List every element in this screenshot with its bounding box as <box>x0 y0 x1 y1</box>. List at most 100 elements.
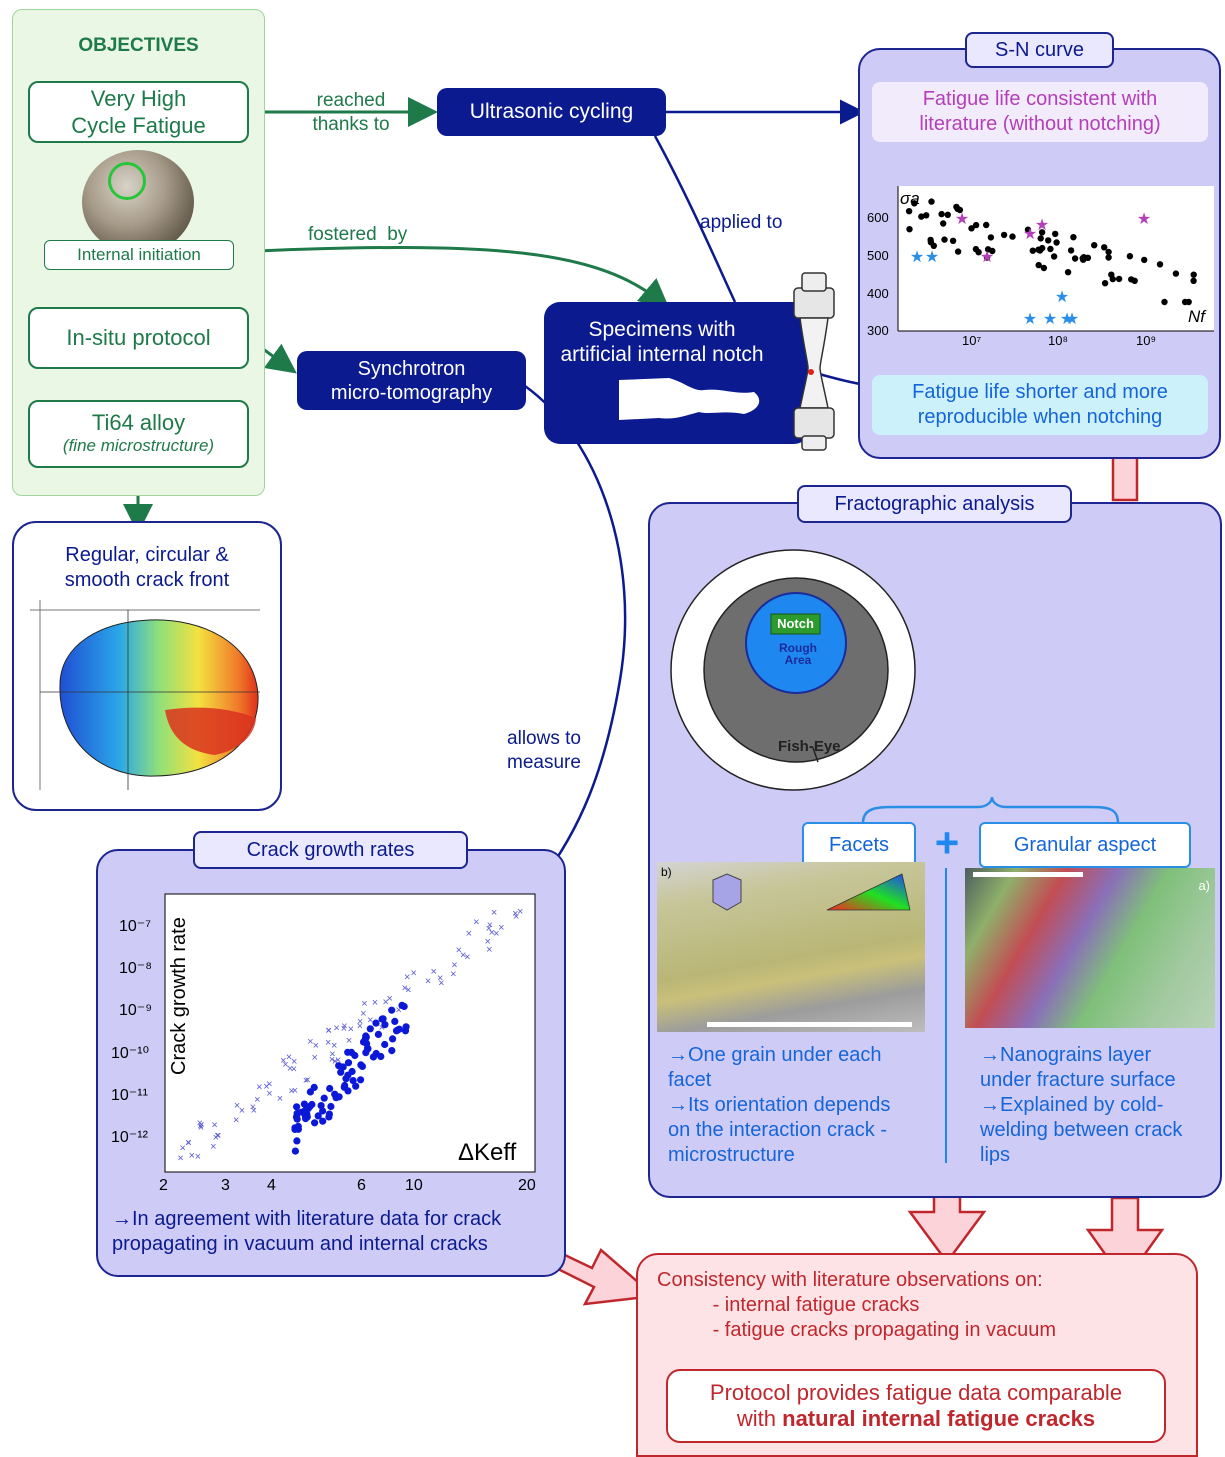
ultrasonic-box: Ultrasonic cycling <box>437 88 666 136</box>
cg-literature-mark: × <box>311 1052 317 1064</box>
cg-literature-mark: × <box>179 1142 185 1154</box>
sn-dot <box>1038 229 1046 236</box>
cg-literature-mark: × <box>329 1049 335 1061</box>
sn-dot <box>930 242 937 249</box>
cg-measured-point <box>293 1103 301 1111</box>
sn-dot <box>1070 234 1077 241</box>
cg-measured-point <box>357 1076 365 1084</box>
cg-literature-mark: × <box>313 1040 319 1052</box>
cg-measured-point <box>351 1051 359 1060</box>
cg-literature-mark: × <box>357 1016 363 1028</box>
cg-literature-mark: × <box>266 1079 272 1091</box>
rough-area-label: Rough Area <box>779 641 817 667</box>
granular-label: Granular aspect <box>1013 833 1157 856</box>
notch-label: Notch <box>777 616 814 631</box>
cg-literature-mark: × <box>484 936 490 948</box>
fracto-tag: Fractographic analysis <box>797 485 1072 523</box>
sn-star-notched: ★ <box>1023 311 1037 328</box>
cg-measured-point <box>349 1077 357 1085</box>
cg-xlabel: ΔKeff <box>458 1139 517 1166</box>
cg-literature-mark: × <box>410 967 416 979</box>
sn-dot <box>1126 253 1134 260</box>
cg-literature-mark: × <box>287 1063 293 1075</box>
alloy-box: Ti64 alloy (fine microstructure) <box>28 400 249 468</box>
facets-image-label: b) <box>661 865 672 879</box>
sn-top-note: Fatigue life consistent with literature … <box>872 82 1208 142</box>
cg-literature-mark: × <box>491 907 497 919</box>
internal-initiation-box: Internal initiation <box>44 240 234 270</box>
sn-star-notched: ★ <box>925 249 939 266</box>
sn-dot <box>983 254 991 261</box>
cg-literature-mark: × <box>304 1075 310 1087</box>
cg-literature-mark: × <box>189 1150 195 1162</box>
sn-dot <box>1190 271 1197 278</box>
sn-star-notched: ★ <box>1065 311 1079 328</box>
cg-measured-point <box>357 1061 365 1069</box>
cg-literature-mark: × <box>341 1020 347 1032</box>
cg-literature-mark: × <box>346 1035 352 1047</box>
cg-literature-mark: × <box>331 1040 337 1052</box>
plus-sign: + <box>934 819 960 866</box>
sn-bottom-note: Fatigue life shorter and more reproducib… <box>872 375 1208 435</box>
facets-text: →One grain under each facet →Its orienta… <box>668 1044 891 1166</box>
cg-measured-point <box>319 1107 327 1115</box>
cg-literature-mark: × <box>367 1015 373 1027</box>
sn-star-unnotched: ★ <box>1023 226 1037 243</box>
cg-literature-mark: × <box>277 1093 283 1105</box>
cg-measured-point <box>388 1006 396 1014</box>
cg-literature-mark: × <box>357 1020 363 1032</box>
sn-dot <box>1141 256 1148 264</box>
sn-dot <box>1039 244 1046 252</box>
granular-sem-image: a) <box>965 868 1215 1028</box>
cg-literature-mark: × <box>450 969 456 981</box>
sn-dot <box>938 210 945 218</box>
cg-literature-mark: × <box>291 1056 297 1068</box>
sn-dot <box>1080 256 1087 263</box>
sn-dot <box>1105 254 1112 261</box>
initiation-highlight-circle <box>108 162 146 200</box>
sn-dot <box>905 208 913 215</box>
cg-measured-point <box>366 1025 374 1033</box>
crack-growth-tag: Crack growth rates <box>193 831 468 869</box>
sn-dot <box>1156 261 1164 268</box>
cg-literature-mark: × <box>185 1137 191 1149</box>
cg-measured-point <box>306 1088 314 1096</box>
line-ultrasonic-to-specimens <box>653 135 737 303</box>
cg-literature-mark: × <box>234 1100 240 1112</box>
alloy-label: Ti64 alloy <box>91 410 186 435</box>
sn-star-unnotched: ★ <box>1035 217 1049 234</box>
cg-literature-mark: × <box>379 1022 385 1034</box>
cg-ytick-1e-7: 10⁻⁷ <box>119 918 151 935</box>
final-statement-box: Protocol provides fatigue data comparabl… <box>666 1369 1166 1443</box>
cg-literature-mark: × <box>456 944 462 956</box>
cg-literature-mark: × <box>254 1094 260 1106</box>
cg-literature-mark: × <box>498 922 504 934</box>
cg-literature-mark: × <box>512 908 518 920</box>
sn-dot <box>968 225 975 232</box>
vhcf-label: Very High Cycle Fatigue <box>71 86 206 138</box>
sn-xlabel: Nf <box>1188 307 1207 326</box>
sn-dot <box>1181 298 1189 306</box>
sn-dot <box>940 220 947 227</box>
sn-ytick-400: 400 <box>867 286 889 301</box>
cg-literature-mark: × <box>335 1055 341 1067</box>
cg-literature-mark: × <box>233 1115 239 1127</box>
granular-image-label: a) <box>1198 878 1210 893</box>
internal-initiation-label: Internal initiation <box>77 245 201 264</box>
cg-literature-mark: × <box>402 983 408 995</box>
cg-measured-point <box>319 1117 327 1125</box>
cg-ytick-1e-12: 10⁻¹² <box>111 1129 149 1146</box>
sn-dot <box>911 200 918 207</box>
cg-literature-mark: × <box>280 1055 286 1067</box>
cg-literature-mark: × <box>197 1121 203 1133</box>
cg-literature-mark: × <box>214 1130 220 1142</box>
sn-curve-tag: S-N curve <box>965 32 1114 68</box>
cg-literature-mark: × <box>341 1023 347 1035</box>
cg-literature-mark: × <box>332 1056 338 1068</box>
cg-literature-mark: × <box>266 1088 272 1100</box>
cg-literature-mark: × <box>198 1122 204 1134</box>
sn-star-notched: ★ <box>1060 311 1074 328</box>
cg-literature-mark: × <box>405 984 411 996</box>
cg-literature-mark: × <box>239 1105 245 1117</box>
sn-dot <box>1091 242 1098 249</box>
